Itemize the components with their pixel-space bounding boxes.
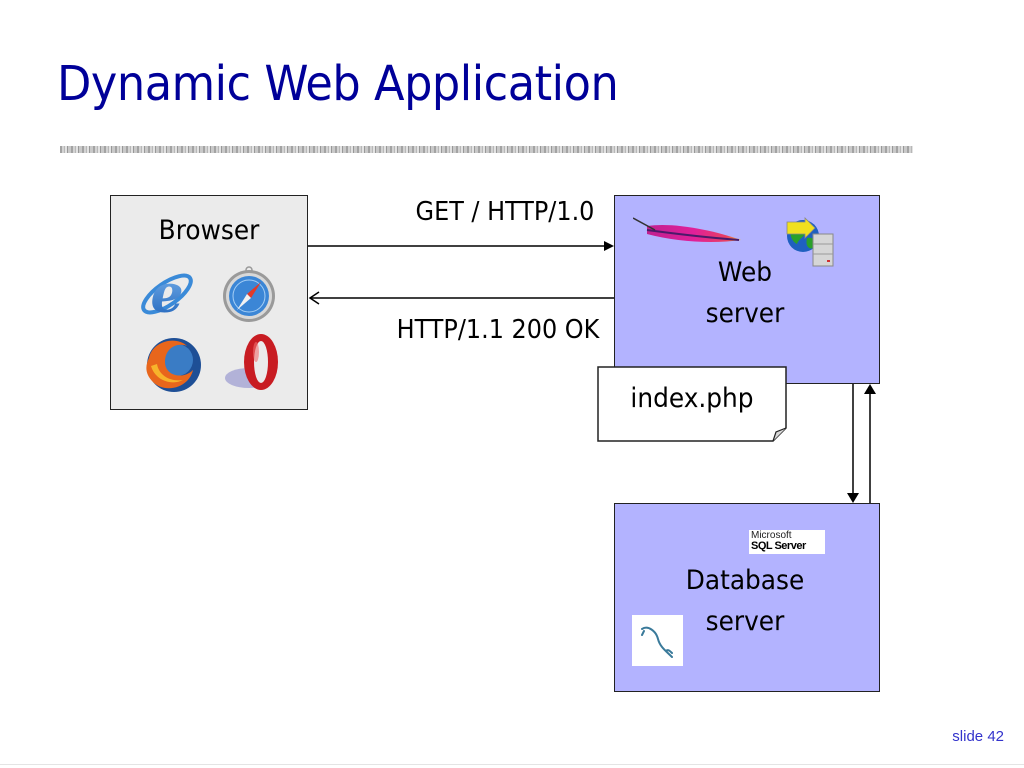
web-server-node: Web server bbox=[614, 195, 880, 384]
response-arrow bbox=[308, 291, 614, 305]
sql-server-logo-icon: Microsoft SQL Server bbox=[749, 530, 825, 554]
sql-logo-microsoft: Microsoft bbox=[751, 530, 792, 541]
request-label: GET / HTTP/1.0 bbox=[415, 197, 594, 227]
slide-title: Dynamic Web Application bbox=[57, 56, 619, 112]
browser-label: Browser bbox=[158, 215, 260, 246]
database-server-label: Database server bbox=[662, 560, 828, 642]
apache-feather-icon bbox=[633, 217, 741, 242]
opera-icon bbox=[225, 334, 278, 390]
web-server-label-line2: server bbox=[705, 298, 785, 329]
sql-logo-sqlserver: SQL Server bbox=[751, 540, 806, 552]
web-server-label-line1: Web bbox=[717, 257, 773, 288]
response-label: HTTP/1.1 200 OK bbox=[396, 315, 599, 345]
safari-icon bbox=[223, 266, 275, 322]
database-server-label-line1: Database bbox=[685, 565, 805, 596]
svg-text:e: e bbox=[150, 264, 183, 324]
web-server-label: Web server bbox=[681, 252, 810, 334]
document-shape bbox=[597, 366, 787, 442]
database-server-node: Microsoft SQL Server Database server bbox=[614, 503, 880, 692]
slide-number: slide 42 bbox=[952, 728, 1004, 745]
index-php-document: index.php bbox=[597, 366, 787, 442]
mysql-dolphin-icon bbox=[632, 615, 683, 666]
web-server-globe-icon bbox=[786, 217, 834, 267]
browser-node: Browser e bbox=[110, 195, 308, 410]
footer-divider bbox=[0, 764, 1024, 765]
document-label: index.php bbox=[630, 383, 754, 414]
request-arrow bbox=[308, 241, 614, 251]
title-divider bbox=[60, 146, 913, 153]
result-arrow bbox=[864, 384, 876, 503]
internet-explorer-icon: e bbox=[141, 264, 193, 324]
query-arrow bbox=[847, 384, 859, 503]
database-server-label-line2: server bbox=[705, 606, 785, 637]
firefox-icon bbox=[146, 338, 201, 392]
